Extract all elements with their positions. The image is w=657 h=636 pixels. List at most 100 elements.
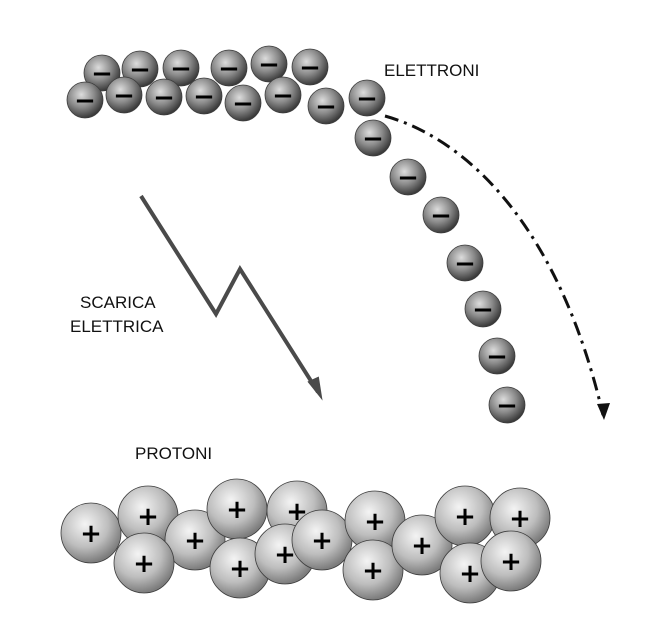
- electron-sign: −: [486, 342, 508, 372]
- discharge-label-line2: ELETTRICA: [70, 317, 164, 336]
- electron-sign: −: [258, 50, 280, 80]
- proton-sign: +: [362, 556, 384, 586]
- electron: −: [478, 337, 516, 375]
- electron-sign: −: [129, 55, 151, 85]
- electron: −: [446, 244, 484, 282]
- proton-sign: +: [364, 507, 386, 537]
- electron-sphere: [264, 76, 302, 114]
- electron: −: [250, 45, 288, 83]
- proton-sign: +: [133, 549, 155, 579]
- electron-sphere: [348, 79, 386, 117]
- proton-sign: +: [229, 554, 251, 584]
- discharge-arrowhead: [307, 376, 323, 401]
- protons-label: PROTONI: [135, 444, 212, 463]
- electron-sign: −: [362, 124, 384, 154]
- electron-sphere: [145, 78, 183, 116]
- electron-sign: −: [170, 54, 192, 84]
- electron-sign: −: [272, 81, 294, 111]
- proton-sphere: [391, 514, 453, 576]
- electron-sign: −: [356, 84, 378, 114]
- proton: +: [113, 532, 175, 594]
- electron-sphere: [307, 87, 345, 125]
- electron: −: [389, 158, 427, 196]
- electron-trajectory-arrow: [384, 114, 605, 416]
- trajectory-arrowhead: [597, 403, 610, 420]
- electron: −: [264, 76, 302, 114]
- electron: −: [464, 290, 502, 328]
- proton-sign: +: [274, 540, 296, 570]
- electron-sign: −: [193, 82, 215, 112]
- electron-sign: −: [74, 86, 96, 116]
- electron-sign: −: [454, 249, 476, 279]
- proton-sphere: [480, 530, 542, 592]
- electron-sphere: [162, 49, 200, 87]
- proton: +: [480, 530, 542, 592]
- proton: +: [60, 502, 122, 564]
- proton: +: [206, 478, 268, 540]
- electron-sign: −: [397, 163, 419, 193]
- proton-sign: +: [454, 502, 476, 532]
- electron-sphere: [210, 49, 248, 87]
- proton: +: [291, 509, 353, 571]
- electron: −: [185, 77, 223, 115]
- electron-sign: −: [91, 59, 113, 89]
- proton-sphere: [60, 502, 122, 564]
- electron-sphere: [354, 119, 392, 157]
- electron: −: [348, 79, 386, 117]
- proton-sign: +: [459, 559, 481, 589]
- proton-sign: +: [500, 547, 522, 577]
- proton-sign: +: [80, 519, 102, 549]
- electron-sign: −: [218, 54, 240, 84]
- proton-cluster: ++++++++++++++++: [60, 478, 551, 604]
- electron-sphere: [250, 45, 288, 83]
- proton-sphere: [164, 509, 226, 571]
- proton-sign: +: [509, 504, 531, 534]
- electron: −: [105, 76, 143, 114]
- proton: +: [434, 485, 496, 547]
- electron-sphere: [291, 48, 329, 86]
- proton-sign: +: [226, 495, 248, 525]
- electron: −: [422, 196, 460, 234]
- electron-sign: −: [153, 83, 175, 113]
- electron-sphere: [224, 84, 262, 122]
- electron: −: [291, 48, 329, 86]
- electron-sign: −: [315, 92, 337, 122]
- electron-sign: −: [113, 81, 135, 111]
- electron: −: [145, 78, 183, 116]
- electron-sphere: [105, 76, 143, 114]
- electron: −: [210, 49, 248, 87]
- proton-sign: +: [184, 526, 206, 556]
- proton: +: [344, 490, 406, 552]
- proton: +: [391, 514, 453, 576]
- electron: −: [66, 81, 104, 119]
- electron-sign: −: [430, 201, 452, 231]
- proton: +: [164, 509, 226, 571]
- electron: −: [488, 386, 526, 424]
- proton-sphere: [342, 539, 404, 601]
- electron: −: [224, 84, 262, 122]
- electron-sign: −: [496, 391, 518, 421]
- electron: −: [162, 49, 200, 87]
- electron: −: [354, 119, 392, 157]
- electron-sphere: [488, 386, 526, 424]
- electric-discharge-bolt: [139, 194, 320, 394]
- electron-sphere: [185, 77, 223, 115]
- electron-sign: −: [299, 53, 321, 83]
- proton-sign: +: [311, 526, 333, 556]
- proton-sphere: [113, 532, 175, 594]
- electrons-label: ELETTRONI: [384, 61, 479, 80]
- electron-sphere: [446, 244, 484, 282]
- electron-sphere: [478, 337, 516, 375]
- electron-sign: −: [472, 295, 494, 325]
- electron: −: [307, 87, 345, 125]
- proton-sign: +: [411, 531, 433, 561]
- electron-sign: −: [232, 89, 254, 119]
- discharge-label-line1: SCARICA: [80, 293, 156, 312]
- proton-sign: +: [137, 502, 159, 532]
- electron-sphere: [422, 196, 460, 234]
- electron-cluster: −−−−−−−−−−−−−−−−−−−−−: [66, 45, 526, 424]
- electron-sphere: [66, 81, 104, 119]
- electron-sphere: [464, 290, 502, 328]
- electron-sphere: [389, 158, 427, 196]
